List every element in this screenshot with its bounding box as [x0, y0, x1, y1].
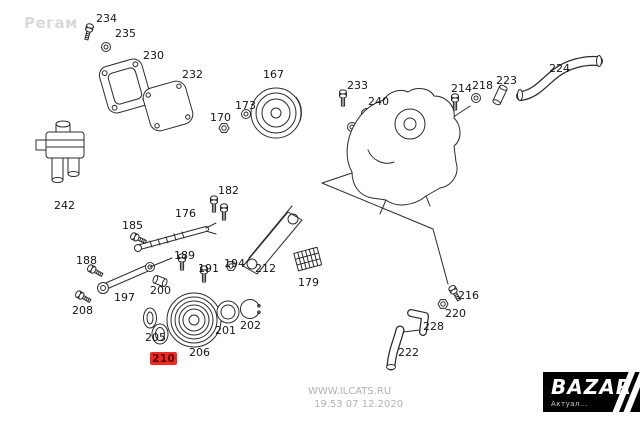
part-label-173[interactable]: 173 — [235, 99, 256, 112]
part-label-230[interactable]: 230 — [143, 49, 164, 62]
ring-201-shape — [216, 300, 240, 324]
elbow-228-shape — [407, 309, 429, 336]
washer-235-shape — [101, 42, 111, 52]
bolt-185-shape — [129, 231, 148, 246]
part-label-232[interactable]: 232 — [182, 68, 203, 81]
part-label-194[interactable]: 194 — [224, 257, 245, 270]
part-label-214[interactable]: 214 — [451, 82, 472, 95]
watermark-text: Регам — [24, 14, 78, 32]
hose-222-shape — [386, 325, 405, 371]
part-label-201[interactable]: 201 — [215, 324, 236, 337]
lever-197-shape — [97, 257, 173, 294]
hose-224-shape — [516, 55, 603, 101]
part-label-179[interactable]: 179 — [298, 276, 319, 289]
part-label-208[interactable]: 208 — [72, 304, 93, 317]
bolt-182b-shape — [220, 203, 228, 221]
part-label-220[interactable]: 220 — [445, 307, 466, 320]
bazar-logo-subtext: Актуал... — [551, 399, 589, 408]
bracket-212-shape — [242, 205, 303, 275]
part-label-170[interactable]: 170 — [210, 111, 231, 124]
bazar-logo: BAZAR Актуал... — [543, 372, 640, 412]
seal-205-shape — [143, 307, 157, 329]
part-label-224[interactable]: 224 — [549, 62, 570, 75]
pump-body-shape — [346, 88, 461, 215]
pulley-167-shape — [250, 87, 302, 139]
rod-176-shape — [134, 222, 217, 252]
part-label-234[interactable]: 234 — [96, 12, 117, 25]
fitting-223-shape — [492, 84, 508, 106]
nut-170-shape — [218, 123, 230, 133]
part-label-205[interactable]: 205 — [145, 331, 166, 344]
leader-lines — [321, 105, 471, 333]
part-label-212[interactable]: 212 — [255, 262, 276, 275]
part-label-216[interactable]: 216 — [458, 289, 479, 302]
bushing-200-shape — [152, 274, 168, 288]
part-label-228[interactable]: 228 — [423, 320, 444, 333]
gasket-232-shape — [142, 80, 194, 132]
part-label-185[interactable]: 185 — [122, 219, 143, 232]
part-label-200[interactable]: 200 — [150, 284, 171, 297]
part-label-242[interactable]: 242 — [54, 199, 75, 212]
bolt-234-shape — [82, 22, 95, 41]
bolt-208-shape — [73, 289, 93, 305]
part-label-210[interactable]: 210 — [150, 352, 177, 365]
part-label-235[interactable]: 235 — [115, 27, 136, 40]
gasket-230-shape — [98, 58, 152, 114]
part-label-197[interactable]: 197 — [114, 291, 135, 304]
part-label-222[interactable]: 222 — [398, 346, 419, 359]
part-label-176[interactable]: 176 — [175, 207, 196, 220]
part-label-240[interactable]: 240 — [368, 95, 389, 108]
part-label-191[interactable]: 191 — [198, 262, 219, 275]
part-label-182[interactable]: 182 — [218, 184, 239, 197]
part-label-233[interactable]: 233 — [347, 79, 368, 92]
snapring-202-shape — [240, 299, 261, 319]
part-label-206[interactable]: 206 — [189, 346, 210, 359]
part-label-223[interactable]: 223 — [496, 74, 517, 87]
bolt-182a-shape — [210, 195, 218, 213]
part-label-167[interactable]: 167 — [263, 68, 284, 81]
valve-242-shape — [35, 120, 85, 183]
part-label-202[interactable]: 202 — [240, 319, 261, 332]
bolt-233-shape — [339, 89, 347, 107]
bazar-logo-text: BAZAR — [551, 374, 633, 399]
part-label-189[interactable]: 189 — [174, 249, 195, 262]
cap-210-shape — [151, 323, 169, 345]
pulley-206-shape — [166, 292, 222, 348]
part-label-188[interactable]: 188 — [76, 254, 97, 267]
part-label-218[interactable]: 218 — [472, 79, 493, 92]
footer-timestamp: 19.53 07 12.2020 — [314, 399, 404, 410]
footer-site-text: WWW.ILCATS.RU — [308, 386, 392, 397]
block-179-shape — [293, 246, 323, 272]
